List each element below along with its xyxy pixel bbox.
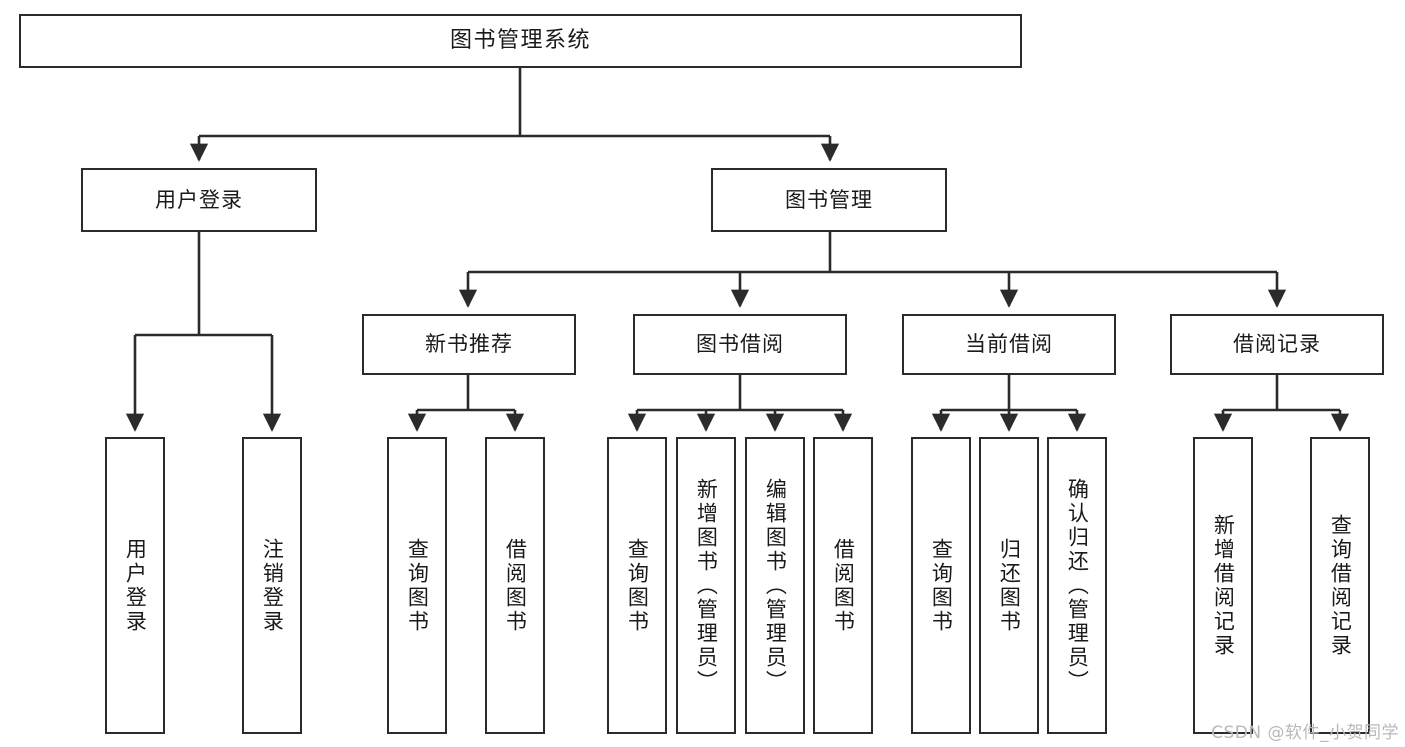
node-book-manage[interactable]: 图书管理 bbox=[711, 168, 947, 232]
node-book-borrow[interactable]: 图书借阅 bbox=[633, 314, 847, 375]
node-leaf-edit-book-label: 编辑图书（管理员） bbox=[763, 477, 788, 694]
node-leaf-return-book[interactable]: 归还图书 bbox=[979, 437, 1039, 734]
node-leaf-logout-login[interactable]: 注销登录 bbox=[242, 437, 302, 734]
node-leaf-query-book-2[interactable]: 查询图书 bbox=[607, 437, 667, 734]
node-leaf-user-login-label: 用户登录 bbox=[123, 537, 148, 634]
node-leaf-query-record-label: 查询借阅记录 bbox=[1328, 513, 1353, 658]
node-leaf-confirm-return[interactable]: 确认归还（管理员） bbox=[1047, 437, 1107, 734]
node-new-book-recommend-label: 新书推荐 bbox=[425, 332, 513, 357]
node-user-login-label: 用户登录 bbox=[155, 187, 243, 212]
csdn-watermark: CSDN @软件_小贺同学 bbox=[1211, 723, 1399, 743]
node-leaf-query-book-3-label: 查询图书 bbox=[929, 537, 954, 634]
node-leaf-confirm-return-label: 确认归还（管理员） bbox=[1065, 477, 1090, 694]
node-leaf-query-record[interactable]: 查询借阅记录 bbox=[1310, 437, 1370, 734]
node-leaf-query-book-3[interactable]: 查询图书 bbox=[911, 437, 971, 734]
node-root[interactable]: 图书管理系统 bbox=[19, 14, 1022, 68]
node-leaf-add-record-label: 新增借阅记录 bbox=[1211, 513, 1236, 658]
node-leaf-query-book-1-label: 查询图书 bbox=[405, 537, 430, 634]
node-leaf-borrow-book-1-label: 借阅图书 bbox=[503, 537, 528, 634]
node-leaf-user-login[interactable]: 用户登录 bbox=[105, 437, 165, 734]
node-leaf-add-book[interactable]: 新增图书（管理员） bbox=[676, 437, 736, 734]
node-current-borrow-label: 当前借阅 bbox=[965, 332, 1053, 357]
node-root-label: 图书管理系统 bbox=[449, 28, 591, 54]
node-leaf-edit-book[interactable]: 编辑图书（管理员） bbox=[745, 437, 805, 734]
node-borrow-record-label: 借阅记录 bbox=[1233, 332, 1321, 357]
node-leaf-borrow-book-2-label: 借阅图书 bbox=[831, 537, 856, 634]
node-leaf-query-book-1[interactable]: 查询图书 bbox=[387, 437, 447, 734]
node-leaf-add-record[interactable]: 新增借阅记录 bbox=[1193, 437, 1253, 734]
node-leaf-borrow-book-1[interactable]: 借阅图书 bbox=[485, 437, 545, 734]
node-book-manage-label: 图书管理 bbox=[785, 187, 873, 212]
node-current-borrow[interactable]: 当前借阅 bbox=[902, 314, 1116, 375]
node-user-login[interactable]: 用户登录 bbox=[81, 168, 317, 232]
node-leaf-logout-login-label: 注销登录 bbox=[260, 537, 285, 634]
node-leaf-borrow-book-2[interactable]: 借阅图书 bbox=[813, 437, 873, 734]
node-book-borrow-label: 图书借阅 bbox=[696, 332, 784, 357]
node-leaf-query-book-2-label: 查询图书 bbox=[625, 537, 650, 634]
node-leaf-add-book-label: 新增图书（管理员） bbox=[694, 477, 719, 694]
node-new-book-recommend[interactable]: 新书推荐 bbox=[362, 314, 576, 375]
node-leaf-return-book-label: 归还图书 bbox=[997, 537, 1022, 634]
node-borrow-record[interactable]: 借阅记录 bbox=[1170, 314, 1384, 375]
